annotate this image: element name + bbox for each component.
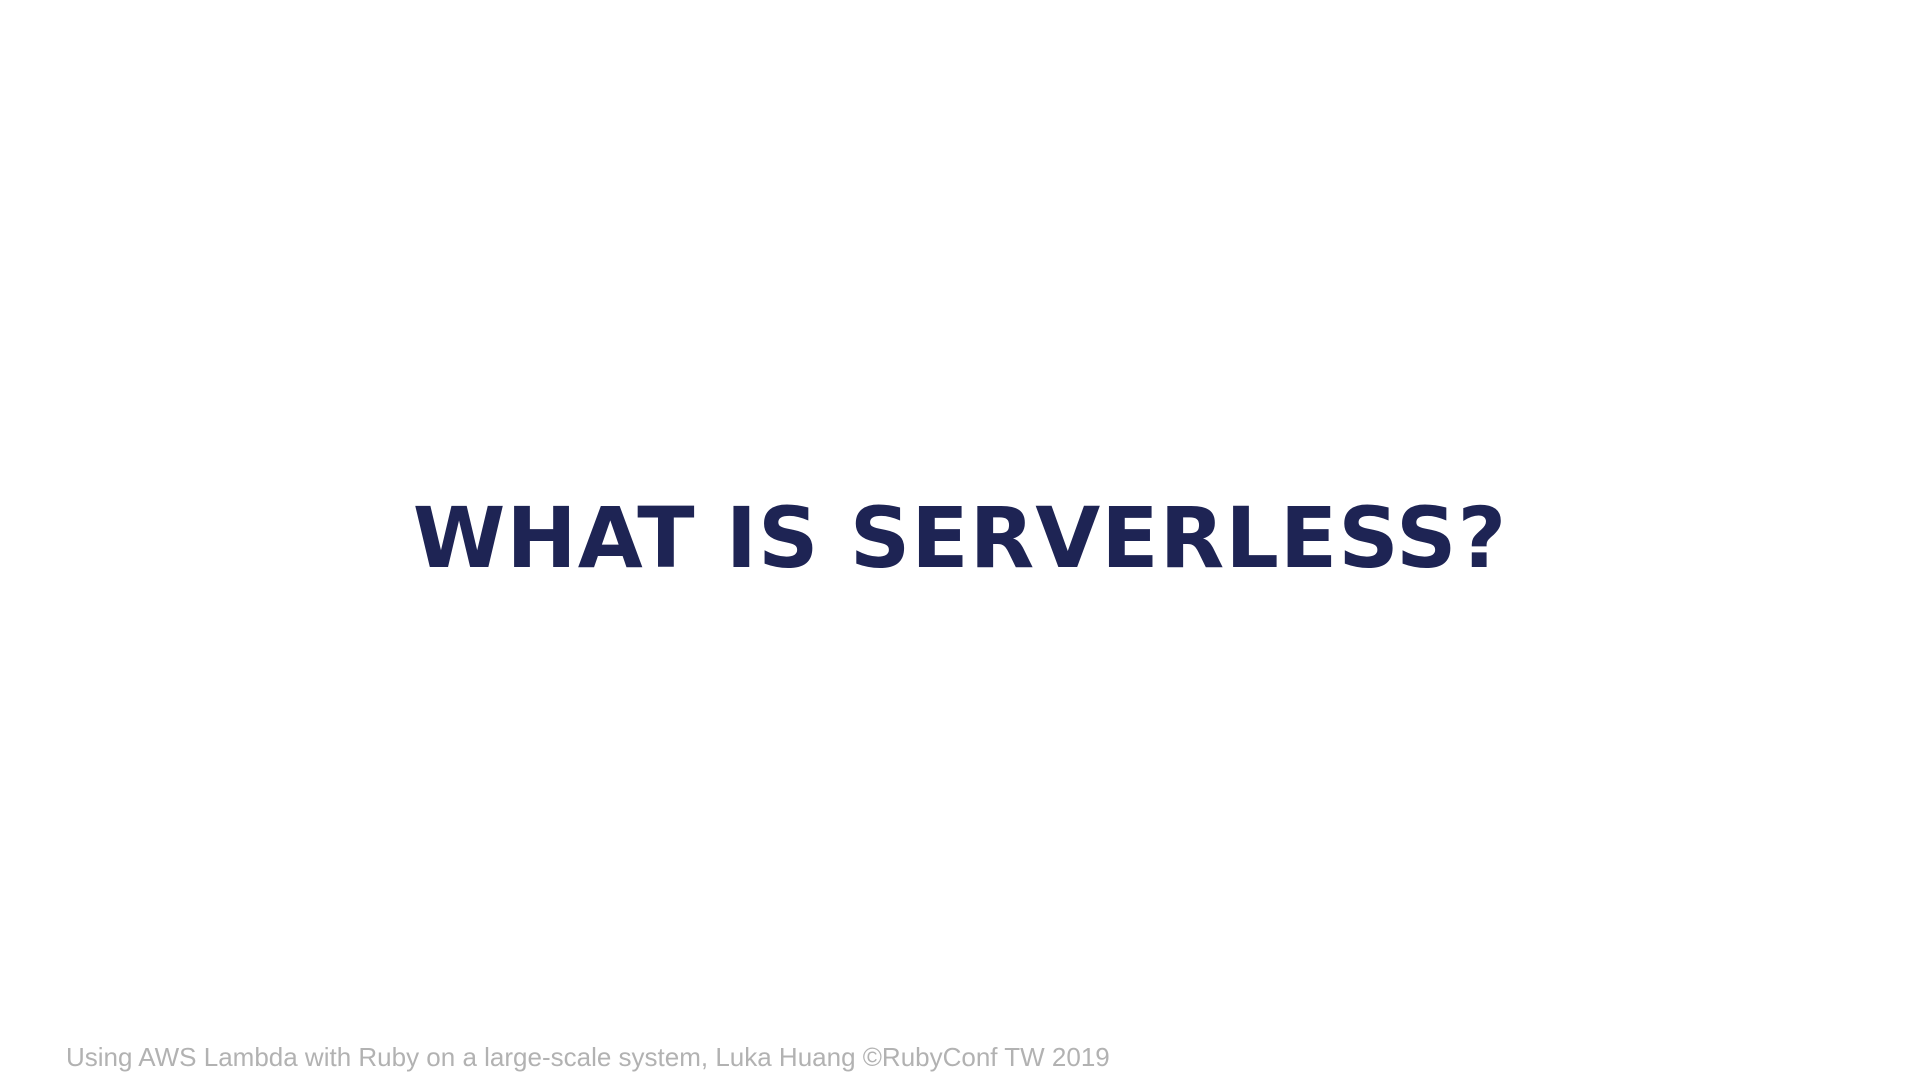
slide-title: WHAT IS SERVERLESS? [412,489,1508,587]
slide-footer: Using AWS Lambda with Ruby on a large-sc… [66,1042,1110,1072]
